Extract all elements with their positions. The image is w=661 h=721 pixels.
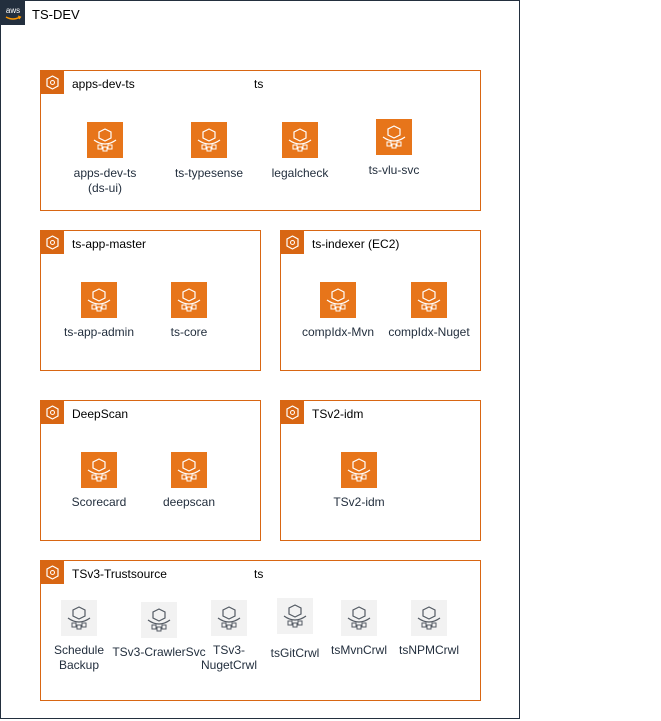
group-ts-indexer [280,230,481,371]
group-title-tsv2-idm: TSv2-idm [312,407,364,421]
service-label-tsv3-crawlersvc: TSv3-CrawlerSvc [112,645,206,659]
ec2-instance-group-icon [41,401,64,424]
aws-logo-icon: aws [1,1,25,25]
fargate-service-disabled-icon [61,600,97,636]
fargate-service-icon [81,282,117,318]
service-label-ts-app-admin: ts-app-admin [63,325,135,339]
service-label-apps-dev-ts: apps-dev-ts (ds-ui) [73,166,137,195]
fargate-service-disabled-icon [211,600,247,636]
ec2-instance-group-icon [41,71,64,94]
service-label-tsnpmcrwl: tsNPMCrwl [399,643,459,657]
ec2-instance-group-icon [41,561,64,584]
group-apps-dev-ts [40,70,481,211]
service-label-legalcheck: legalcheck [271,166,329,180]
ec2-instance-group-icon [281,231,304,254]
group-tsv3-trustsource [40,560,481,701]
service-label-deepscan: deepscan [162,495,216,509]
ec2-instance-group-icon [281,401,304,424]
fargate-service-icon [282,122,318,158]
fargate-service-disabled-icon [411,600,447,636]
group-extra-label: ts [254,77,264,91]
group-title-deepscan: DeepScan [72,407,129,421]
service-label-ts-core: ts-core [170,325,208,339]
group-title-tsv3-trustsource: TSv3-Trustsource [72,567,167,581]
service-label-tsmvncrwl: tsMvnCrwl [331,643,387,657]
diagram-title: TS-DEV [32,7,80,22]
fargate-service-icon [87,122,123,158]
service-label-tsv3-nugetcrwl: TSv3- NugetCrwl [200,643,257,672]
service-label-tsgitcrwl: tsGitCrwl [270,646,320,660]
fargate-service-icon [81,452,117,488]
group-title-apps-dev-ts: apps-dev-ts [72,77,135,91]
group-title-ts-app-master: ts-app-master [72,237,147,251]
service-label-tsv2-idm: TSv2-idm [333,495,385,509]
group-ts-app-master [40,230,261,371]
fargate-service-disabled-icon [277,598,313,634]
service-label-ts-vlu-svc: ts-vlu-svc [368,163,420,177]
service-label-ts-typesense: ts-typesense [174,166,244,180]
group-title-ts-indexer: ts-indexer (EC2) [312,237,400,251]
fargate-service-icon [411,282,447,318]
svg-text:aws: aws [6,6,20,15]
fargate-service-icon [376,119,412,155]
group-extra-label: ts [254,567,264,581]
fargate-service-disabled-icon [141,602,177,638]
service-label-compidx-mvn: compIdx-Mvn [301,325,375,339]
service-label-scorecard: Scorecard [71,495,127,509]
service-label-compidx-nuget: compIdx-Nuget [388,325,470,339]
fargate-service-icon [341,452,377,488]
service-label-schedule-backup: Schedule Backup [53,643,105,672]
fargate-service-icon [191,122,227,158]
group-deepscan [40,400,261,541]
ec2-instance-group-icon [41,231,64,254]
group-tsv2-idm [280,400,481,541]
fargate-service-icon [320,282,356,318]
aws-cloud-ts-dev [0,0,520,719]
fargate-service-icon [171,282,207,318]
fargate-service-icon [171,452,207,488]
fargate-service-disabled-icon [341,600,377,636]
